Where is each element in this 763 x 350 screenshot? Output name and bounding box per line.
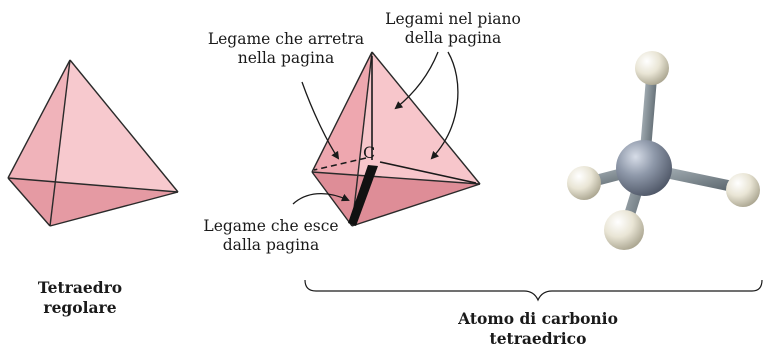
bond-behind-page	[313, 157, 367, 171]
tetra-edge	[371, 51, 481, 185]
hydrogen-atom-left	[567, 166, 601, 200]
regular-tetrahedron	[7, 59, 179, 227]
back-bond-label-line1: Legame che arretra	[207, 30, 365, 48]
tetra-edge	[49, 59, 71, 227]
back-bond-label: Legame che arretra nella pagina	[197, 30, 375, 68]
tetra-edge	[49, 191, 179, 227]
bond-in-plane-right	[379, 161, 477, 184]
tetra-edge	[311, 171, 353, 227]
grouping-brace	[304, 279, 763, 302]
tetra-edge	[351, 183, 481, 227]
regular-tetrahedron-caption-line2: regolare	[43, 298, 117, 317]
plane-bonds-label-line2: della pagina	[404, 29, 502, 47]
tetrahedral-carbon-caption-line1: Atomo di carbonio	[458, 309, 618, 328]
tetrahedral-carbon-caption-line2: tetraedrico	[489, 329, 587, 348]
front-bond-label-line1: Legame che esce	[203, 217, 339, 235]
regular-tetrahedron-caption-line1: Tetraedro	[37, 278, 123, 297]
tetra-edge	[311, 51, 373, 173]
tetra-bottom-face	[8, 178, 178, 226]
tetrahedral-carbon-caption: Atomo di carbonio tetraedrico	[430, 309, 646, 349]
plane-bonds-label: Legami nel piano della pagina	[378, 10, 528, 48]
tetra-edge	[7, 59, 71, 179]
plane-bonds-label-line1: Legami nel piano	[385, 10, 521, 28]
regular-tetrahedron-caption: Tetraedro regolare	[25, 278, 135, 318]
front-bond-label-line2: dalla pagina	[222, 236, 320, 254]
back-bond-label-line2: nella pagina	[237, 49, 335, 67]
tetra-edge	[311, 171, 481, 185]
tetra-edge	[351, 51, 373, 227]
hydrogen-atom-front	[604, 210, 644, 250]
tetra-edge	[69, 59, 179, 193]
arrow-plane-bond-up	[394, 51, 439, 110]
tetra-edge	[7, 177, 179, 193]
arrow-plane-bond-right	[430, 51, 459, 160]
carbon-tetrahedron	[311, 51, 481, 227]
label-arrows	[292, 51, 459, 205]
front-bond-label: Legame che esce dalla pagina	[196, 217, 346, 255]
carbon-atom	[616, 140, 672, 196]
bond-out-of-page-wedge	[348, 165, 378, 226]
tetra-edge	[7, 177, 51, 227]
carbon-label: C	[363, 143, 376, 162]
arrow-front-bond	[292, 193, 350, 205]
hydrogen-atom-top	[635, 51, 669, 85]
ball-and-stick-model	[567, 51, 760, 250]
arrow-back-bond	[301, 81, 340, 160]
hydrogen-atom-right	[726, 173, 760, 207]
